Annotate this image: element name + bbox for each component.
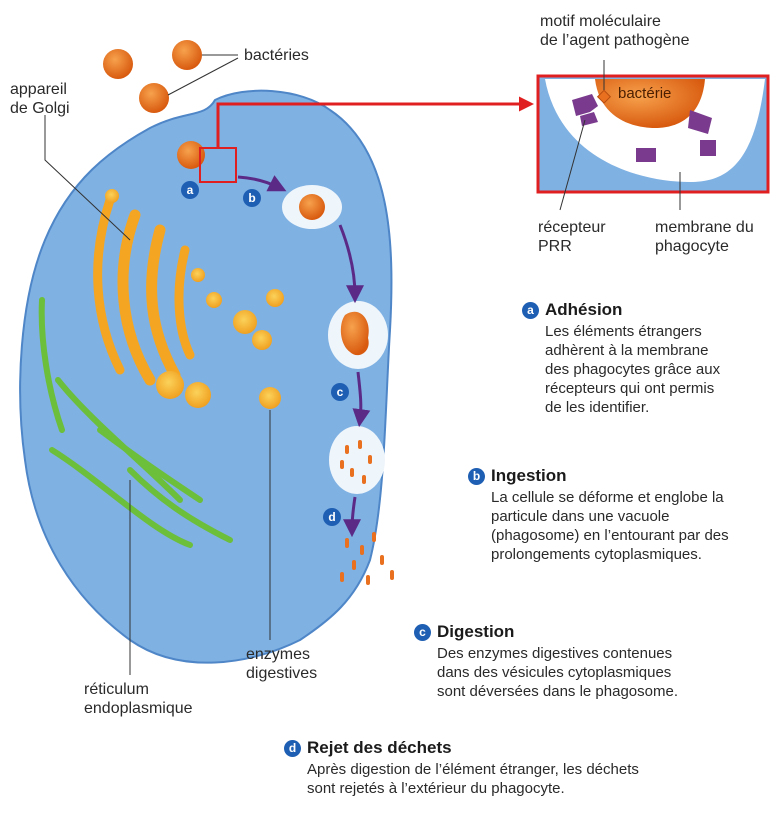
step-adhesion: a Adhésion Les éléments étrangers adhèren… [522, 300, 767, 417]
step-ingestion: b Ingestion La cellule se déforme et engl… [468, 466, 768, 564]
step-c-line: Des enzymes digestives contenues [437, 644, 754, 663]
step-a-title: Adhésion [545, 300, 622, 320]
reticulum-label-line2: endoplasmique [84, 699, 193, 718]
inset-zoom [538, 60, 768, 210]
golgi-label-line1: appareil [10, 80, 70, 99]
step-rejet: d Rejet des déchets Après digestion de l’… [284, 738, 744, 798]
golgi-label-line2: de Golgi [10, 99, 70, 118]
step-d-line: Après digestion de l’élément étranger, l… [307, 760, 744, 779]
enzymes-label-line1: enzymes [246, 645, 317, 664]
step-d-line: sont rejetés à l’extérieur du phagocyte. [307, 779, 744, 798]
step-a-line: des phagocytes grâce aux [545, 360, 767, 379]
step-b-badge: b [468, 468, 485, 485]
reticulum-label: réticulum endoplasmique [84, 680, 193, 718]
step-c-title: Digestion [437, 622, 514, 642]
badge-d: d [323, 508, 341, 526]
membrane-label: membrane du phagocyte [655, 218, 754, 256]
step-c-badge: c [414, 624, 431, 641]
motif-label: motif moléculaire de l’agent pathogène [540, 12, 689, 50]
step-digestion: c Digestion Des enzymes digestives conten… [414, 622, 754, 701]
step-a-line: Les éléments étrangers [545, 322, 767, 341]
step-b-line: particule dans une vacuole [491, 507, 768, 526]
bacterie-inset-label: bactérie [618, 84, 671, 103]
enzyme-vesicle [259, 387, 281, 409]
enzymes-label-line2: digestives [246, 664, 317, 683]
svg-text:c: c [337, 385, 344, 399]
membrane-label-line2: phagocyte [655, 237, 754, 256]
recepteur-label: récepteur PRR [538, 218, 606, 256]
step-b-title: Ingestion [491, 466, 567, 486]
step-b-line: La cellule se déforme et englobe la [491, 488, 768, 507]
bacteries-label: bactéries [244, 46, 309, 65]
golgi-label: appareil de Golgi [10, 80, 70, 118]
membrane-label-line1: membrane du [655, 218, 754, 237]
svg-text:b: b [248, 191, 255, 205]
step-d-badge: d [284, 740, 301, 757]
svg-text:d: d [328, 510, 335, 524]
recepteur-label-line1: récepteur [538, 218, 606, 237]
step-a-line: de les identifier. [545, 398, 767, 417]
motif-label-line1: motif moléculaire [540, 12, 689, 31]
step-b-line: prolongements cytoplasmiques. [491, 545, 768, 564]
step-d-title: Rejet des déchets [307, 738, 452, 758]
enzymes-label: enzymes digestives [246, 645, 317, 683]
recepteur-label-line2: PRR [538, 237, 606, 256]
badge-b: b [243, 189, 261, 207]
reticulum-label-line1: réticulum [84, 680, 193, 699]
step-a-line: récepteurs qui ont permis [545, 379, 767, 398]
step-a-badge: a [522, 302, 539, 319]
badge-a: a [181, 181, 199, 199]
step-c-line: dans des vésicules cytoplasmiques [437, 663, 754, 682]
badge-c: c [331, 383, 349, 401]
step-a-line: adhèrent à la membrane [545, 341, 767, 360]
step-c-line: sont déversées dans le phagosome. [437, 682, 754, 701]
svg-text:a: a [187, 183, 194, 197]
motif-label-line2: de l’agent pathogène [540, 31, 689, 50]
step-b-line: (phagosome) en l’entourant par des [491, 526, 768, 545]
phagocyte-cell [20, 91, 391, 663]
phagosome-c [329, 426, 385, 494]
